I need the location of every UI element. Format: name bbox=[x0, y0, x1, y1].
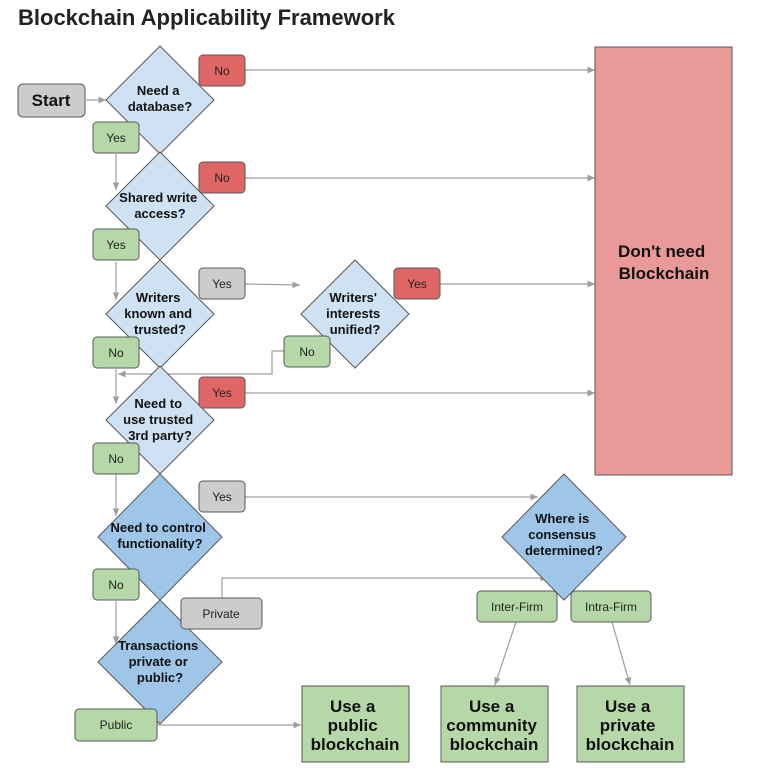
answer-sw-yes: Yes bbox=[92, 228, 140, 261]
control-functionality-line-1: Need to control bbox=[111, 520, 206, 535]
svg-text:Writers known and: Writers known and trusted? bbox=[124, 290, 196, 337]
answer-tp-yes-label: Yes bbox=[212, 386, 232, 400]
shared-write-line-2: access? bbox=[134, 206, 185, 221]
transactions-line-3: public? bbox=[137, 670, 183, 685]
diagram-title: Blockchain Applicability Framework bbox=[18, 5, 396, 30]
consensus-line-1: Where is bbox=[535, 511, 589, 526]
writers-known-line-2: known and bbox=[124, 306, 192, 321]
answer-tx-public: Public bbox=[74, 708, 158, 742]
answer-wk-no: No bbox=[92, 336, 140, 369]
writers-known-line-3: trusted? bbox=[134, 322, 186, 337]
answer-wi-yes: Yes bbox=[393, 267, 441, 300]
public-line-2: public bbox=[328, 716, 378, 735]
svg-text:Transactions private or: Transactions private or public? bbox=[118, 638, 202, 685]
svg-text:Where is consensus: Where is consensus determined? bbox=[525, 511, 603, 558]
consensus-line-2: consensus bbox=[528, 527, 596, 542]
answer-tp-yes: Yes bbox=[198, 376, 246, 409]
connector-inter-to-community bbox=[494, 621, 517, 686]
community-line-2: community bbox=[446, 716, 537, 735]
answer-cf-yes: Yes bbox=[198, 480, 246, 513]
writers-known-line-1: Writers bbox=[136, 290, 181, 305]
answer-tp-no: No bbox=[92, 442, 140, 475]
start-node: Start bbox=[17, 83, 86, 118]
community-line-3: blockchain bbox=[450, 735, 539, 754]
answer-sw-no: No bbox=[198, 161, 246, 194]
public-line-3: blockchain bbox=[311, 735, 400, 754]
start-label: Start bbox=[32, 91, 71, 110]
outcome-public-blockchain: Use a public blockchain bbox=[301, 685, 410, 763]
answer-cons-inter-label: Inter-Firm bbox=[491, 600, 543, 614]
outcome-community-blockchain: Use a community blockchain bbox=[440, 685, 549, 763]
answer-tp-no-label: No bbox=[108, 452, 124, 466]
connector-wk-yes-to-interests bbox=[244, 281, 301, 289]
answer-db-yes-label: Yes bbox=[106, 131, 126, 145]
svg-text:Need a database?: Need a database? bbox=[128, 83, 192, 114]
svg-text:Use a public block: Use a public blockchain bbox=[311, 697, 400, 754]
decision-consensus: Where is consensus determined? bbox=[501, 473, 627, 601]
answer-wi-no-label: No bbox=[299, 345, 315, 359]
svg-text:Need to control function: Need to control functionality? bbox=[111, 520, 210, 551]
answer-cf-yes-label: Yes bbox=[212, 490, 232, 504]
community-line-1: Use a bbox=[469, 697, 515, 716]
dont-need-line-1: Don't need bbox=[618, 242, 705, 261]
answer-cf-no-label: No bbox=[108, 578, 124, 592]
transactions-line-1: Transactions bbox=[118, 638, 198, 653]
answer-cf-no: No bbox=[92, 568, 140, 601]
svg-text:Use a community bl: Use a community blockchain bbox=[446, 697, 541, 754]
answer-tx-private-label: Private bbox=[202, 607, 240, 621]
writers-interests-line-3: unified? bbox=[330, 322, 381, 337]
connector-private-to-consensus bbox=[221, 574, 548, 598]
connector-intra-to-private bbox=[611, 621, 632, 686]
trusted-third-party-line-2: use trusted bbox=[123, 412, 193, 427]
answer-wi-yes-label: Yes bbox=[407, 277, 427, 291]
public-line-1: Use a bbox=[330, 697, 376, 716]
svg-text:Don't need Blockchain: Don't need Blockchain bbox=[618, 242, 710, 283]
dont-need-line-2: Blockchain bbox=[619, 264, 710, 283]
outcome-private-blockchain: Use a private blockchain bbox=[576, 685, 685, 763]
answer-sw-yes-label: Yes bbox=[106, 238, 126, 252]
trusted-third-party-line-1: Need to bbox=[134, 396, 182, 411]
need-database-line-1: Need a bbox=[137, 83, 180, 98]
answer-wk-yes: Yes bbox=[198, 267, 246, 300]
decision-transactions: Transactions private or public? bbox=[97, 599, 223, 725]
answer-wk-yes-label: Yes bbox=[212, 277, 232, 291]
control-functionality-line-2: functionality? bbox=[117, 536, 202, 551]
answer-tx-public-label: Public bbox=[100, 718, 133, 732]
answer-cons-intra-label: Intra-Firm bbox=[585, 600, 637, 614]
answer-cons-intra: Intra-Firm bbox=[570, 590, 652, 623]
writers-interests-line-1: Writers' bbox=[329, 290, 377, 305]
trusted-third-party-line-3: 3rd party? bbox=[128, 428, 192, 443]
decision-writers-interests: Writers' interests unified? bbox=[300, 259, 410, 369]
outcome-dont-need-blockchain: Don't need Blockchain bbox=[594, 46, 733, 476]
transactions-line-2: private or bbox=[129, 654, 188, 669]
svg-text:Writers' interests: Writers' interests unified? bbox=[326, 290, 384, 337]
answer-tx-private: Private bbox=[180, 597, 263, 630]
answer-wk-no-label: No bbox=[108, 346, 124, 360]
svg-text:Use a private bloc: Use a private blockchain bbox=[586, 697, 675, 754]
answer-sw-no-label: No bbox=[214, 171, 230, 185]
writers-interests-line-2: interests bbox=[326, 306, 380, 321]
private-line-1: Use a bbox=[605, 697, 651, 716]
svg-text:Shared write access?: Shared write access? bbox=[119, 190, 201, 221]
connectors bbox=[86, 66, 632, 729]
connector-wi-no-back bbox=[118, 350, 284, 378]
shared-write-line-1: Shared write bbox=[119, 190, 197, 205]
consensus-line-3: determined? bbox=[525, 543, 603, 558]
answer-db-no: No bbox=[198, 54, 246, 87]
answer-db-no-label: No bbox=[214, 64, 230, 78]
answer-cons-inter: Inter-Firm bbox=[476, 590, 558, 623]
answer-wi-no: No bbox=[283, 335, 331, 368]
svg-text:Need to use trusted: Need to use trusted 3rd party? bbox=[123, 396, 197, 443]
private-line-2: private bbox=[600, 716, 656, 735]
private-line-3: blockchain bbox=[586, 735, 675, 754]
need-database-line-2: database? bbox=[128, 99, 192, 114]
answer-db-yes: Yes bbox=[92, 121, 140, 154]
